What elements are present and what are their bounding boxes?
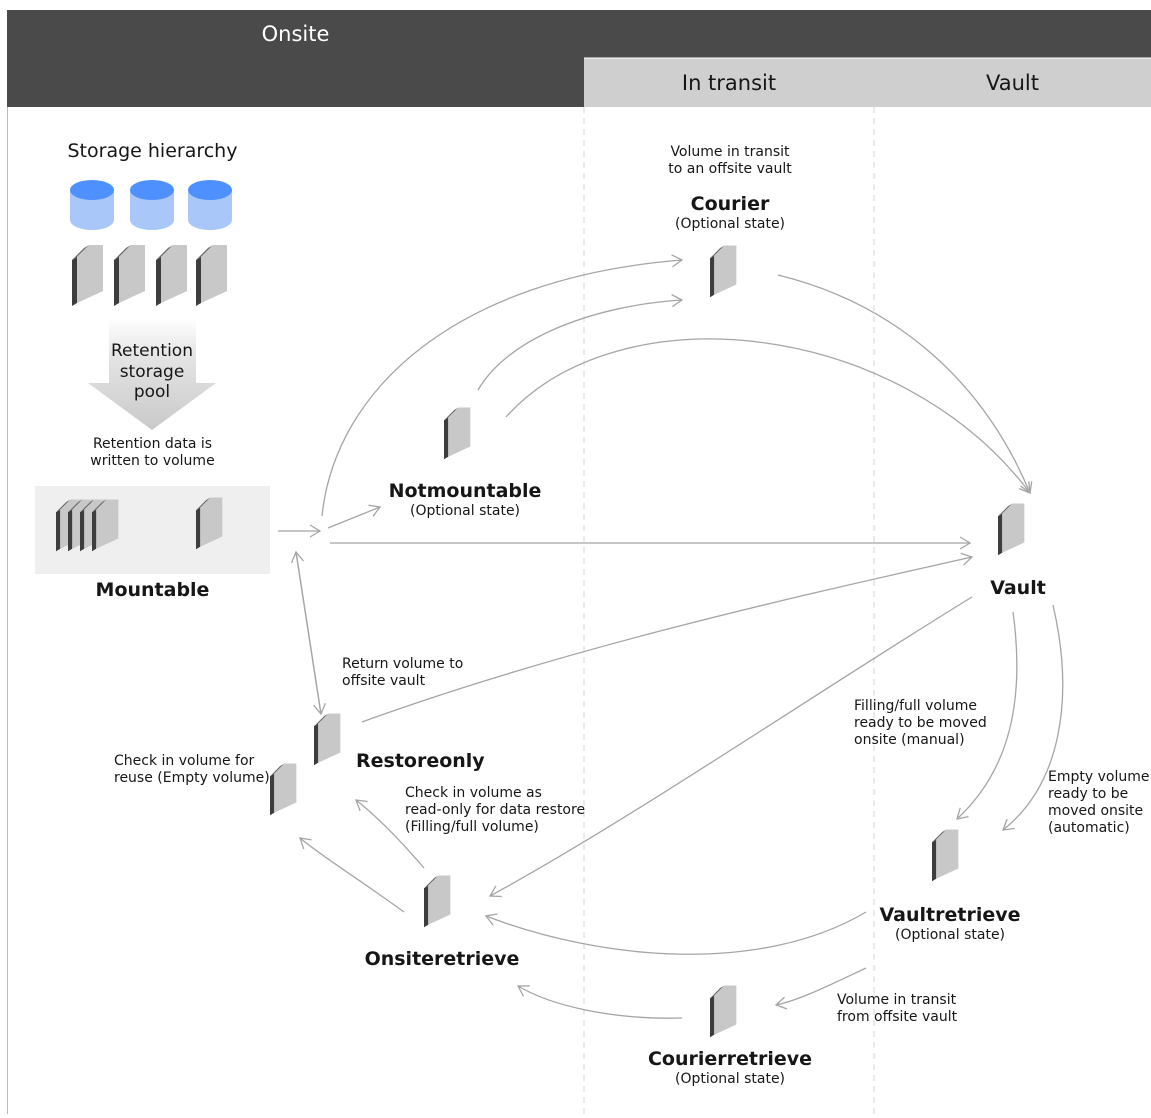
courierretrieve-sublabel: (Optional state): [674, 1071, 786, 1088]
check-in-reuse-line-2: reuse (Empty volume): [114, 770, 270, 787]
courier-desc-line-2: to an offsite vault: [668, 161, 792, 178]
arrow-courierretrieve-to-onsiteretrieve: [516, 985, 683, 1019]
tape-cartridge-icon: [196, 245, 227, 306]
from-vault-note: Volume in transit from offsite vault: [837, 992, 987, 1026]
return-volume-note: Return volume to offsite vault: [342, 656, 512, 690]
check-in-readonly-line-2: read-only for data restore: [405, 802, 586, 819]
check-in-readonly-line-1: Check in volume as: [405, 785, 542, 801]
empty-volume-line-1: Empty volume: [1048, 769, 1150, 785]
courier-state: Courier (Optional state): [640, 193, 820, 233]
storage-hierarchy-disks: [70, 180, 232, 230]
vault-header: Vault: [986, 70, 1039, 95]
empty-volume-line-3: moved onsite: [1048, 803, 1144, 820]
filling-full-line-1: Filling/full volume: [854, 698, 977, 714]
onsite-header-lower: [7, 58, 584, 107]
vaultretrieve-sublabel: (Optional state): [894, 927, 1006, 944]
tape-cartridge-icon: [710, 245, 737, 298]
check-in-readonly-note: Check in volume as read-only for data re…: [405, 785, 605, 836]
retention-pool-line-2: storage: [119, 361, 185, 382]
vaultretrieve-state: Vaultretrieve (Optional state): [860, 904, 1040, 944]
tape-cartridge-icon: [196, 497, 223, 550]
vault-label: Vault: [990, 577, 1046, 599]
arrow-onsiteretrieve-to-reuse: [299, 837, 405, 913]
retention-note-line-2: written to volume: [90, 453, 215, 470]
arrow-vault-empty-to-vaultretrieve: [1002, 604, 1064, 831]
bidirectional-arrow: [290, 550, 327, 716]
courier-sublabel: (Optional state): [674, 216, 786, 233]
empty-volume-line-4: (automatic): [1048, 820, 1130, 837]
arrow-notmountable-to-courier: [477, 294, 684, 391]
return-volume-line-2: offsite vault: [342, 673, 426, 690]
notmountable-sublabel: (Optional state): [409, 503, 521, 520]
filling-full-note: Filling/full volume ready to be moved on…: [854, 698, 1004, 749]
tape-cartridge-icon: [114, 245, 145, 306]
arrow-restoreonly-to-vault: [361, 552, 974, 723]
courierretrieve-state: Courierretrieve (Optional state): [625, 1048, 835, 1088]
tape-cartridge-icon: [932, 829, 959, 882]
tape-cartridge-icon: [92, 499, 119, 552]
disk-cylinder-icon: [130, 180, 174, 230]
filling-full-line-3: onsite (manual): [854, 732, 965, 749]
tape-cartridge-icon: [72, 245, 103, 306]
check-in-reuse-line-1: Check in volume for: [114, 753, 255, 769]
disk-cylinder-icon: [70, 180, 114, 230]
tape-cartridge-icon: [270, 763, 297, 816]
retention-pool-line-3: pool: [133, 382, 171, 403]
transit-vault-header-bar: [584, 58, 1151, 107]
retention-pool-arrow: [88, 318, 216, 430]
arrow-mountable-to-notmountable: [327, 504, 382, 529]
onsite-header-bar: [7, 10, 1151, 58]
arrow-mountable-to-courier: [321, 254, 684, 517]
retention-pool-label: Retention storage pool: [92, 341, 212, 403]
tape-cartridge-icon: [424, 875, 451, 928]
empty-volume-line-2: ready to be: [1048, 786, 1129, 803]
courierretrieve-label: Courierretrieve: [647, 1048, 813, 1070]
arrow-vault-to-vaultretrieve: [956, 611, 1018, 820]
check-in-reuse-note: Check in volume for reuse (Empty volume): [114, 753, 284, 787]
arrow-onsiteretrieve-to-restoreonly: [355, 799, 425, 869]
onsiteretrieve-label: Onsiteretrieve: [364, 948, 520, 970]
notmountable-state: Notmountable (Optional state): [355, 480, 575, 520]
arrow-vaultretrieve-to-courierretrieve: [774, 967, 867, 1010]
in-transit-header: In transit: [681, 70, 777, 95]
retention-pool-line-1: Retention: [111, 341, 193, 361]
tape-cartridge-icon: [710, 985, 737, 1038]
filling-full-line-2: ready to be moved: [854, 715, 987, 732]
arrow-vaultretrieve-to-onsiteretrieve: [484, 911, 867, 955]
retention-note: Retention data is written to volume: [55, 436, 250, 470]
onsite-header: Onsite: [261, 22, 330, 46]
flow-arrows: [278, 254, 1064, 1019]
arrow-courier-to-vault: [777, 274, 1033, 495]
arrow-vault-to-onsiteretrieve: [488, 596, 973, 898]
check-in-readonly-line-3: (Filling/full volume): [405, 819, 539, 836]
tape-volumes: [56, 245, 1025, 1038]
mountable-label: Mountable: [95, 579, 210, 601]
tape-cartridge-icon: [314, 713, 341, 766]
return-volume-line-1: Return volume to: [342, 656, 464, 672]
notmountable-label: Notmountable: [388, 480, 542, 502]
from-vault-line-1: Volume in transit: [837, 992, 957, 1008]
storage-hierarchy-title: Storage hierarchy: [67, 140, 238, 162]
from-vault-line-2: from offsite vault: [837, 1009, 958, 1026]
arrow-notmountable-to-vault: [505, 338, 1031, 495]
tape-cartridge-icon: [156, 245, 187, 306]
restoreonly-label: Restoreonly: [356, 750, 485, 772]
tape-cartridge-icon: [998, 503, 1025, 556]
tape-cartridge-icon: [444, 407, 471, 460]
courier-description: Volume in transit to an offsite vault: [630, 144, 830, 178]
courier-desc-line-1: Volume in transit: [670, 144, 790, 160]
disk-cylinder-icon: [188, 180, 232, 230]
retention-note-line-1: Retention data is: [92, 436, 213, 452]
vaultretrieve-label: Vaultretrieve: [879, 904, 1021, 926]
empty-volume-note: Empty volume ready to be moved onsite (a…: [1048, 769, 1151, 837]
courier-label: Courier: [690, 193, 770, 215]
